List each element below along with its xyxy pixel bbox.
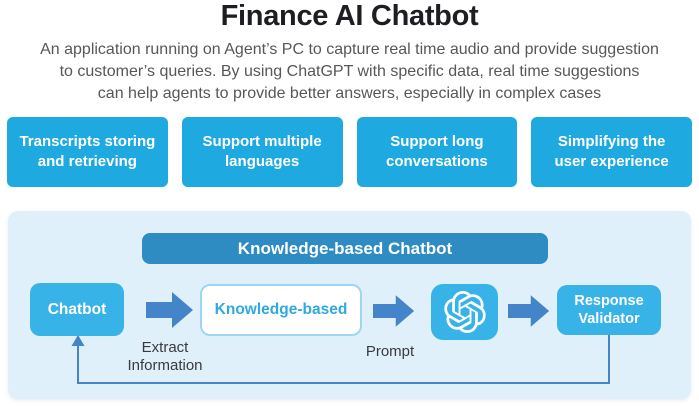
feature-transcripts: Transcripts storing and retrieving [7,117,168,187]
arrow-right-icon [508,295,550,327]
feature-languages: Support multiple languages [181,117,343,187]
arrow-right-icon [373,295,415,327]
page-title: Finance AI Chatbot [220,0,479,32]
panel-title: Knowledge-based Chatbot [142,233,548,264]
arrow-right-icon [146,292,193,328]
description-line-1: An application running on Agent’s PC to … [40,41,659,58]
label-prompt: Prompt [365,343,415,360]
knowledge-chatbot-panel: Knowledge-based Chatbot Chatbot Knowledg… [8,211,691,399]
description-line-3: can help agents to provide better answer… [97,85,602,102]
description-line-2: to customer’s queries. By using ChatGPT … [59,63,640,80]
arrow-up-icon [71,335,85,346]
node-chatbot: Chatbot [30,283,124,336]
label-extract-information: Extract Information [127,339,203,374]
feedback-loop-connector [71,335,610,384]
feature-user-experience: Simplifying the user experience [531,117,692,187]
feature-row: Transcripts storing and retrieving Suppo… [7,117,692,187]
feature-conversations: Support long conversations [356,117,518,187]
node-knowledge-based: Knowledge-based [200,284,362,336]
openai-logo-icon [443,291,486,333]
description: An application running on Agent’s PC to … [0,39,699,105]
node-response-validator: Response Validator [557,285,661,335]
node-chatgpt [431,284,498,340]
